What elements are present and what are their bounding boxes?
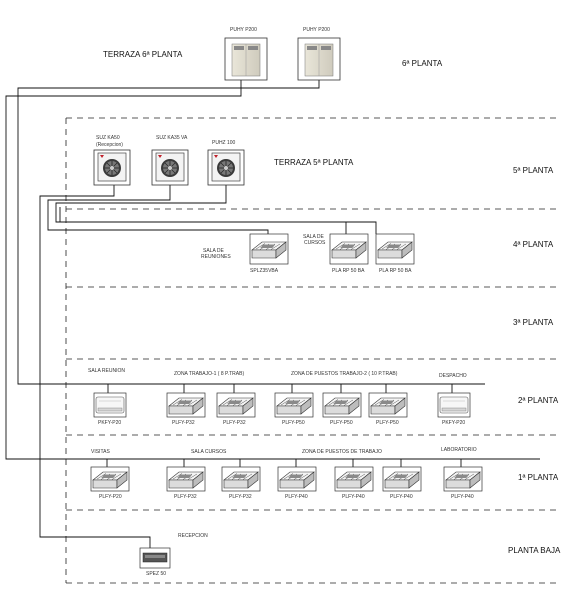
indoor-unit-label: PLFY-P40	[342, 494, 365, 500]
indoor-unit-f1-7	[443, 466, 483, 492]
indoor-unit-label: PLFY-P50	[330, 420, 353, 426]
floor-3-label: 3ª PLANTA	[513, 318, 554, 327]
outdoor-unit-label: PUHZ 100	[212, 140, 236, 146]
outdoor-unit-label: PUHY P200	[303, 27, 330, 33]
indoor-unit-label: SPEZ 50	[146, 571, 167, 577]
floor-1-label: 1ª PLANTA	[518, 473, 559, 482]
zone-label: ZONA TRABAJO-1 ( 8 P.TRAB)	[174, 371, 245, 377]
zone-label: REUNIONES	[201, 254, 231, 260]
outdoor-unit-suz-ka50	[93, 149, 131, 186]
indoor-unit-f1-5	[334, 466, 374, 492]
floor-2-label: 2ª PLANTA	[518, 396, 559, 405]
outdoor-unit-label: PUHY P200	[230, 27, 257, 33]
indoor-unit-f2-2	[166, 392, 206, 418]
indoor-unit-f1-1	[90, 466, 130, 492]
indoor-unit-label: PLFY-P40	[451, 494, 474, 500]
ground-floor-label: PLANTA BAJA	[508, 546, 561, 555]
floor2-indoor-units	[93, 392, 471, 418]
indoor-unit-splz35vba	[249, 233, 289, 265]
terrace-6-label: TERRAZA 6ª PLANTA	[103, 50, 183, 59]
outdoor-unit-label: SUZ KA50	[96, 135, 120, 141]
zone-label: SALA REUNION	[88, 368, 125, 374]
indoor-unit-label: PKFY-P20	[442, 420, 466, 426]
indoor-unit-f2-4	[274, 392, 314, 418]
indoor-unit-label: PLA RP 50 BA	[379, 268, 412, 274]
outdoor-unit-puhy-2	[297, 37, 341, 81]
indoor-unit-f1-3	[221, 466, 261, 492]
outdoor-unit-puhy-1	[224, 37, 268, 81]
indoor-unit-label: SPLZ35VBA	[250, 268, 279, 274]
indoor-unit-label: PLFY-P32	[229, 494, 252, 500]
floor-6-label: 6ª PLANTA	[402, 59, 443, 68]
indoor-unit-label: PLFY-P40	[285, 494, 308, 500]
outdoor-unit-suz-ka35	[151, 149, 189, 186]
floor-4-label: 4ª PLANTA	[513, 240, 554, 249]
indoor-unit-label: PLFY-P50	[376, 420, 399, 426]
indoor-unit-f2-6	[368, 392, 408, 418]
indoor-unit-label: PLFY-P32	[223, 420, 246, 426]
indoor-unit-pla-rp50-1	[329, 233, 369, 265]
indoor-unit-spez50	[139, 547, 171, 569]
outdoor-unit-puhz-100	[207, 149, 245, 186]
indoor-unit-f2-1	[93, 392, 127, 418]
zone-label: SALA DE	[203, 248, 224, 254]
indoor-unit-f2-3	[216, 392, 256, 418]
indoor-unit-label: PLFY-P20	[99, 494, 122, 500]
indoor-unit-label: PKFY-P20	[98, 420, 122, 426]
indoor-unit-label: PLFY-P32	[172, 420, 195, 426]
indoor-unit-f2-7	[437, 392, 471, 418]
outdoor-unit-label: SUZ KA35 VA	[156, 135, 188, 141]
zone-label: DESPACHO	[439, 373, 467, 379]
indoor-unit-f2-5	[322, 392, 362, 418]
outdoor-unit-sublabel: (Recepcion)	[96, 142, 123, 148]
refrigerant-piping	[5, 80, 540, 548]
zone-label: ZONA DE PUESTOS DE TRABAJO	[302, 449, 382, 455]
zone-label: CURSOS	[304, 240, 326, 246]
floor-separators	[65, 117, 556, 584]
zone-label: SALA DE	[303, 234, 324, 240]
indoor-unit-f1-2	[166, 466, 206, 492]
zone-label: LABORATORIO	[441, 447, 477, 453]
indoor-unit-label: PLFY-P40	[390, 494, 413, 500]
indoor-unit-pla-rp50-2	[375, 233, 415, 265]
zone-label: RECEPCION	[178, 533, 208, 539]
indoor-unit-f1-4	[277, 466, 317, 492]
indoor-unit-label: PLFY-P32	[174, 494, 197, 500]
indoor-unit-f1-6	[382, 466, 422, 492]
zone-label: SALA CURSOS	[191, 449, 227, 455]
indoor-unit-label: PLFY-P50	[282, 420, 305, 426]
zone-label: ZONA DE PUESTOS TRABAJO-2 ( 10 P.TRAB)	[291, 371, 398, 377]
terrace-5-label: TERRAZA 5ª PLANTA	[274, 158, 354, 167]
indoor-unit-label: PLA RP 50 BA	[332, 268, 365, 274]
floor1-indoor-units	[90, 466, 483, 492]
floor-5-label: 5ª PLANTA	[513, 166, 554, 175]
zone-label: VISITAS	[91, 449, 110, 455]
